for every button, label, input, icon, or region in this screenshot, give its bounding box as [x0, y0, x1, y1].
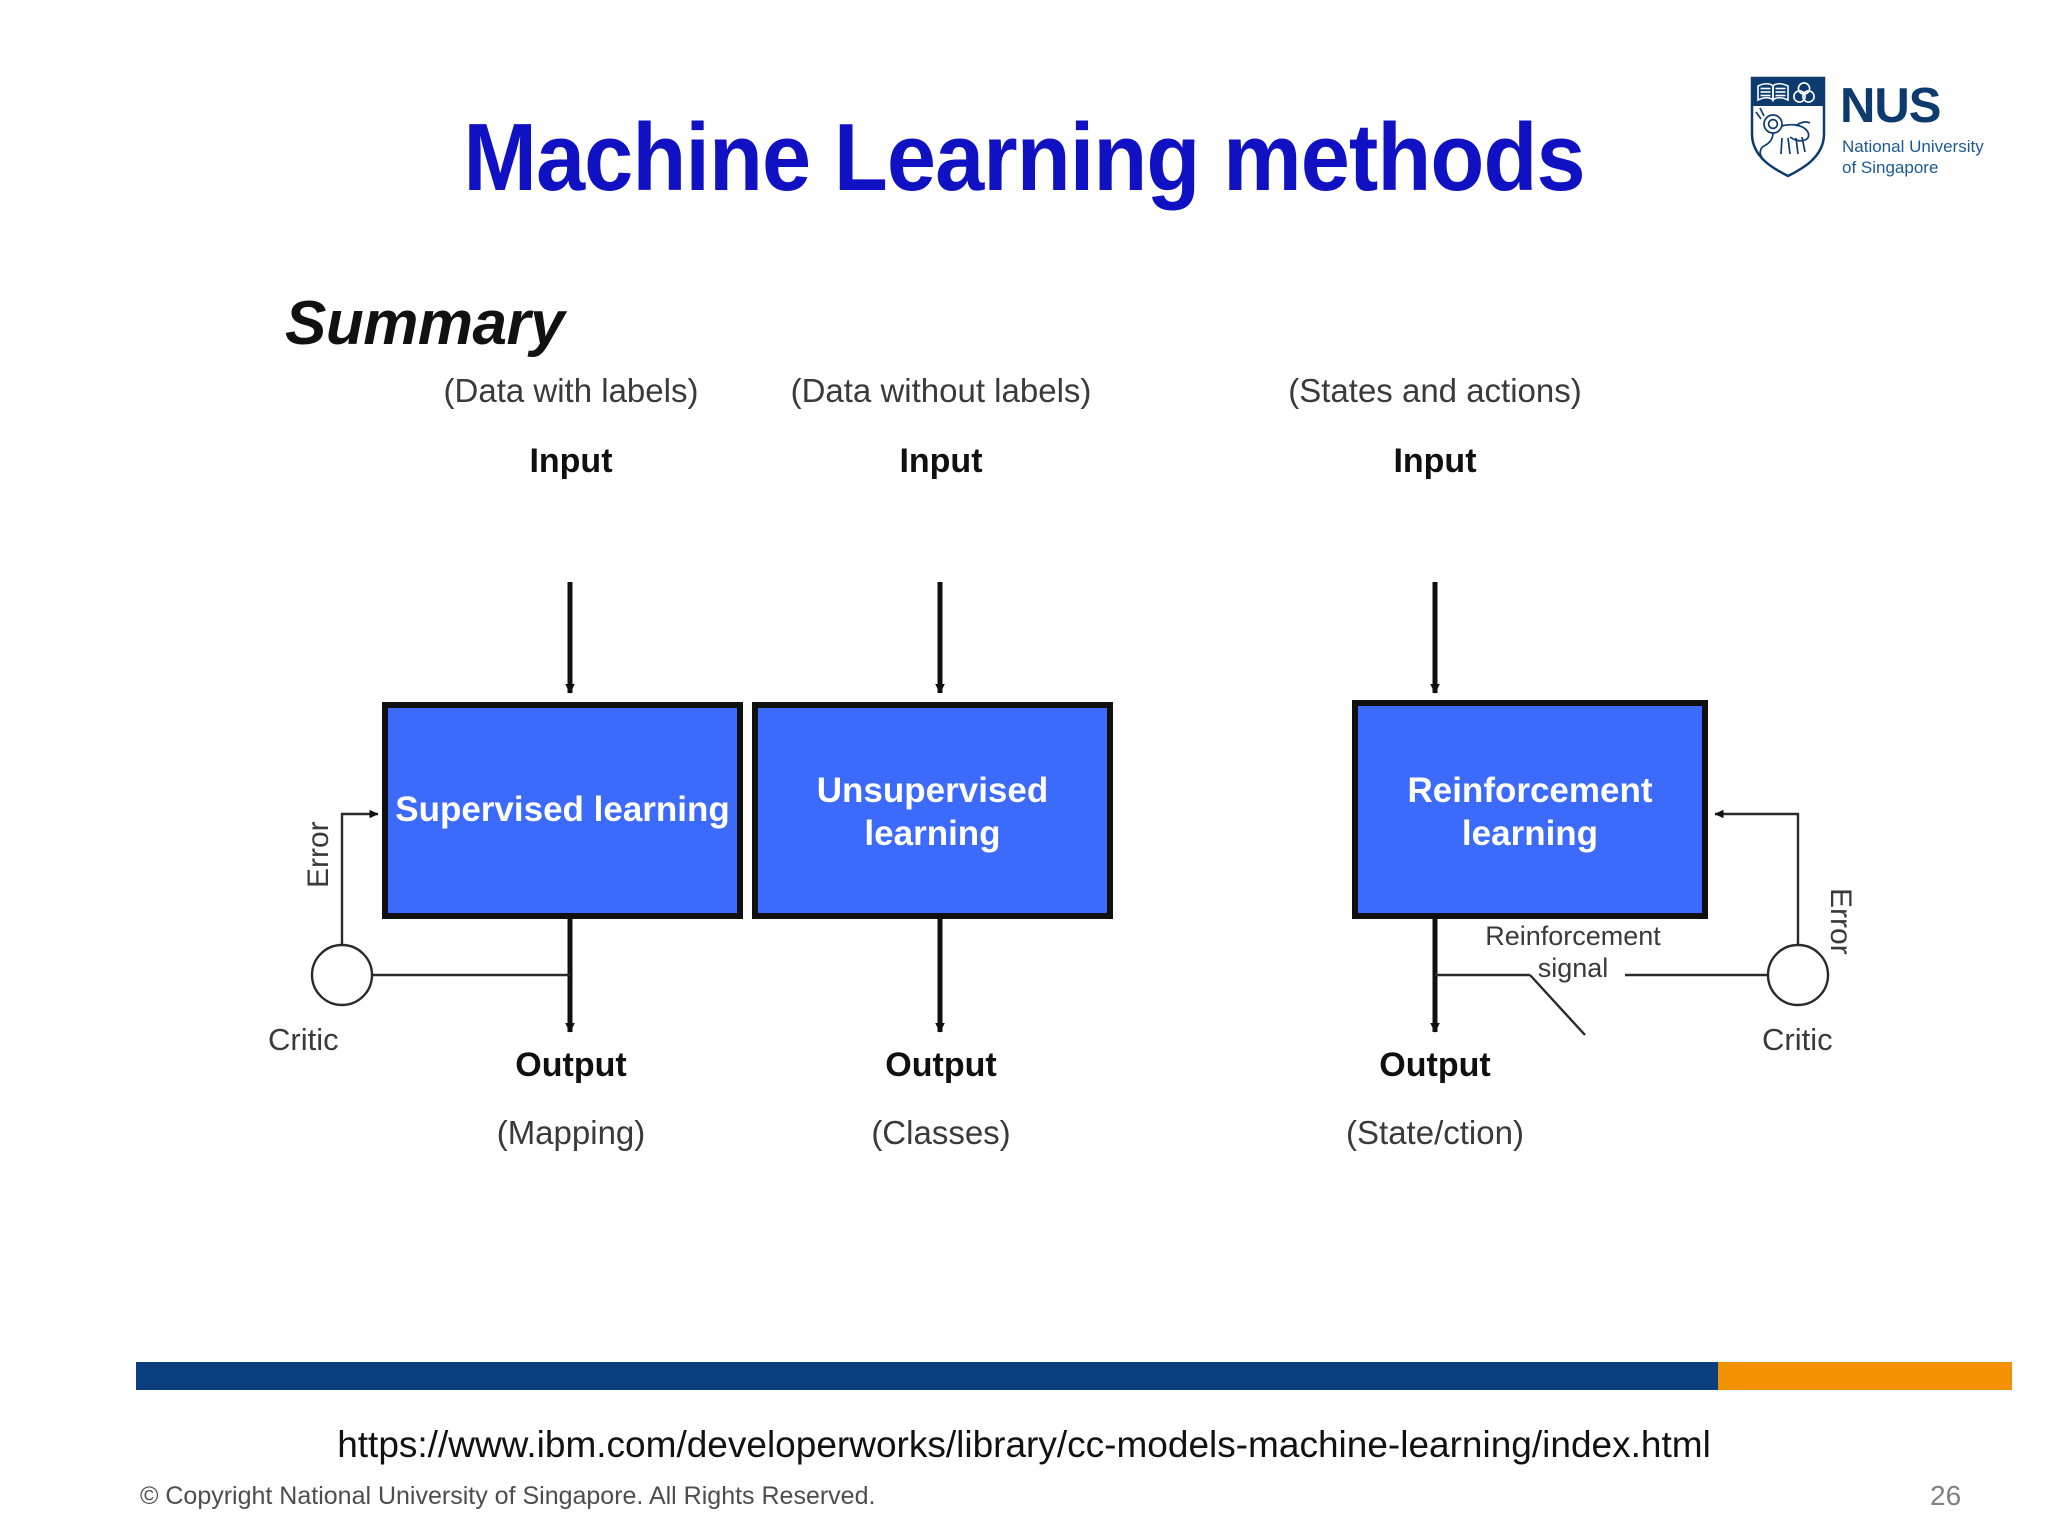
- col3-output-caption: (State/ction): [1346, 1114, 1524, 1151]
- col3-signal-label-line1: Reinforcement: [1485, 921, 1661, 951]
- col2-input-label: Input: [899, 442, 983, 480]
- col3-critic-label: Critic: [1762, 1022, 1833, 1057]
- col1-input-label: Input: [529, 442, 613, 480]
- col2-output-label: Output: [885, 1046, 997, 1084]
- source-url[interactable]: https://www.ibm.com/developerworks/libra…: [337, 1424, 1711, 1465]
- col1-output-caption: (Mapping): [496, 1114, 646, 1151]
- ml-methods-diagram: (Data with labels) Input Supervised lear…: [140, 372, 1910, 1240]
- col1-input-caption: (Data with labels): [443, 372, 699, 409]
- col3-output-label: Output: [1379, 1046, 1491, 1084]
- footer-bar-orange: [1718, 1362, 2012, 1390]
- col3-signal-label-line2: signal: [1537, 953, 1609, 984]
- col1-output-label: Output: [515, 1046, 627, 1084]
- col2-box-label-line2: learning: [864, 813, 1001, 853]
- nus-logo: NUS National University of Singapore: [1748, 74, 1998, 196]
- svg-text:National University: National University: [1842, 137, 1984, 156]
- footer-bar-navy: [136, 1362, 1718, 1390]
- col3-input-caption: (States and actions): [1288, 372, 1582, 409]
- col3-error-label: Error: [1824, 888, 1857, 955]
- svg-text:of Singapore: of Singapore: [1842, 158, 1938, 177]
- nus-crest-icon: [1750, 76, 1826, 178]
- diagram-lines: [310, 582, 1830, 1036]
- col3-box-label-line1: Reinforcement: [1407, 771, 1653, 810]
- col2-output-caption: (Classes): [871, 1114, 1011, 1151]
- col3-box-label-line2: learning: [1461, 813, 1599, 853]
- col2-box-label-line1: Unsupervised: [816, 771, 1049, 810]
- col1-critic-label: Critic: [268, 1022, 339, 1057]
- col1-error-label: Error: [302, 821, 335, 888]
- page-title: Machine Learning methods: [463, 104, 1585, 211]
- svg-text:NUS: NUS: [1840, 79, 1940, 133]
- section-heading: Summary: [285, 289, 565, 358]
- copyright-notice: © Copyright National University of Singa…: [140, 1482, 876, 1510]
- col1-box-label: Supervised learning: [395, 790, 730, 829]
- col2-input-caption: (Data without labels): [790, 372, 1092, 409]
- page-number: 26: [1930, 1480, 1962, 1511]
- col3-input-label: Input: [1393, 442, 1477, 480]
